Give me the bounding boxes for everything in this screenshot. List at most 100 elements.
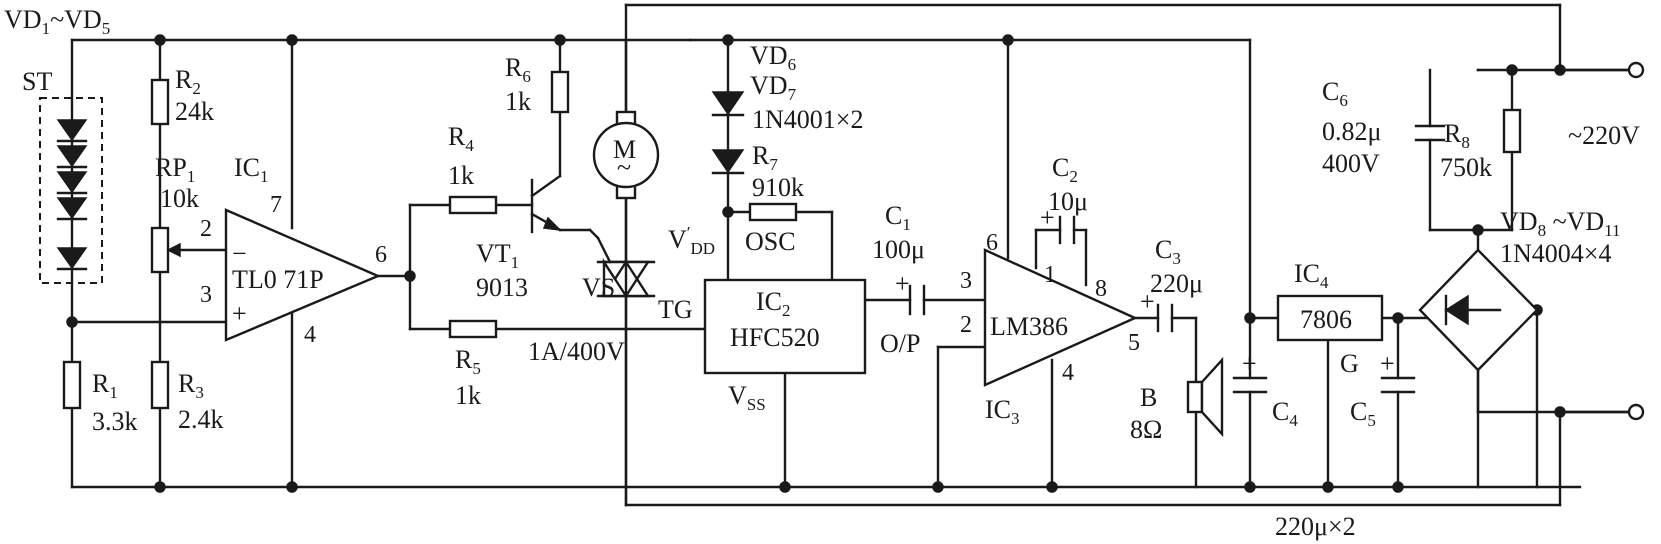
c4-plus: + bbox=[1242, 349, 1257, 378]
triac-vs bbox=[596, 236, 656, 298]
label-r2-value: 24k bbox=[175, 97, 214, 126]
label-vss: VSS bbox=[728, 381, 766, 414]
resistor-r4 bbox=[448, 195, 498, 215]
label-r7: R7 bbox=[752, 141, 778, 174]
label-vd67-value: 1N4001×2 bbox=[752, 105, 863, 134]
label-c6: C6 bbox=[1322, 77, 1348, 110]
ic1-pin-6: 6 bbox=[375, 242, 387, 268]
label-c1-value: 100μ bbox=[872, 235, 925, 264]
label-vd1-vd5: VD1~VD5 bbox=[4, 5, 110, 38]
ic3-pin-2: 2 bbox=[960, 312, 972, 338]
labels: VD1~VD5 ST R2 24k RP1 10k IC1 TL0 71P 7 … bbox=[4, 5, 1640, 541]
label-r6: R6 bbox=[505, 53, 531, 86]
label-c45-value: 220μ×2 bbox=[1275, 512, 1356, 541]
label-vdd: V′DD bbox=[668, 223, 715, 258]
label-rp1-value: 10k bbox=[160, 184, 199, 213]
label-r1-value: 3.3k bbox=[92, 407, 138, 436]
resistor-r6 bbox=[550, 70, 570, 114]
label-vd6: VD6 bbox=[750, 41, 796, 74]
label-ic3-name: LM386 bbox=[990, 312, 1068, 341]
label-ic1: IC1 bbox=[234, 153, 269, 186]
label-g: G bbox=[1340, 349, 1359, 378]
ic3-pin-4: 4 bbox=[1062, 360, 1074, 386]
label-c5: C5 bbox=[1350, 397, 1376, 430]
label-r7-value: 910k bbox=[752, 173, 804, 202]
capacitor-c1 bbox=[908, 284, 926, 316]
ic3-pin-6: 6 bbox=[986, 230, 998, 256]
resistor-r1 bbox=[62, 360, 82, 410]
label-motor: M bbox=[613, 135, 636, 164]
label-c3-value: 220μ bbox=[1150, 269, 1203, 298]
label-b: B bbox=[1140, 383, 1157, 412]
capacitor-c5 bbox=[1380, 376, 1416, 394]
label-vd8-vd11: VD8 ~VD11 bbox=[1500, 207, 1621, 240]
bridge-rectifier bbox=[1418, 248, 1539, 372]
label-motor-tilde: ~ bbox=[617, 153, 631, 182]
label-vd7: VD7 bbox=[750, 71, 797, 104]
label-vt1: VT1 bbox=[476, 239, 519, 272]
c5-plus: + bbox=[1380, 349, 1395, 378]
ic2-hfc520 bbox=[703, 278, 867, 375]
mains-terminals bbox=[1558, 61, 1645, 421]
c3-plus: + bbox=[1140, 287, 1155, 316]
resistor-r8 bbox=[1502, 108, 1522, 154]
amplifier-ic3 bbox=[983, 248, 1138, 387]
ic3-pin-8: 8 bbox=[1095, 276, 1107, 302]
label-vs: VS bbox=[582, 273, 615, 302]
label-vs-rating: 1A/400V bbox=[528, 337, 625, 366]
diodes-vd6-vd7 bbox=[711, 91, 745, 214]
label-osc: OSC bbox=[745, 227, 796, 256]
resistor-r2 bbox=[150, 78, 170, 126]
label-r2: R2 bbox=[175, 65, 201, 98]
resistor-r3 bbox=[150, 360, 170, 410]
label-c2: C2 bbox=[1052, 153, 1078, 186]
motor-m bbox=[592, 110, 660, 200]
label-c6-value1: 0.82μ bbox=[1322, 117, 1381, 146]
capacitor-c4 bbox=[1232, 376, 1268, 394]
resistor-r5 bbox=[448, 319, 498, 339]
label-c4: C4 bbox=[1272, 397, 1298, 430]
label-mains: ~220V bbox=[1568, 121, 1640, 150]
opamp-ic1 bbox=[224, 208, 382, 342]
ic1-pin-3: 3 bbox=[200, 282, 212, 308]
capacitor-c3 bbox=[1156, 303, 1174, 333]
label-ic2: IC2 bbox=[756, 287, 791, 320]
ic3-pin-1: 1 bbox=[1044, 262, 1056, 288]
label-c6-value2: 400V bbox=[1322, 149, 1380, 178]
label-r6-value: 1k bbox=[505, 87, 531, 116]
regulator-ic4 bbox=[1276, 294, 1384, 342]
sensor-diodes bbox=[56, 119, 88, 271]
label-ic3: IC3 bbox=[985, 395, 1020, 428]
label-ic4-name: 7806 bbox=[1300, 305, 1352, 334]
label-r4: R4 bbox=[448, 122, 474, 155]
label-c3: C3 bbox=[1155, 235, 1181, 268]
label-rp1: RP1 bbox=[155, 153, 195, 186]
label-r5: R5 bbox=[455, 345, 481, 378]
label-st: ST bbox=[22, 67, 52, 96]
ic3-pin-3: 3 bbox=[960, 268, 972, 294]
label-vd8-vd11-value: 1N4004×4 bbox=[1500, 239, 1611, 268]
resistor-r7 bbox=[748, 202, 798, 222]
capacitor-c2 bbox=[1058, 215, 1076, 245]
label-r3-value: 2.4k bbox=[178, 405, 224, 434]
c2-plus: + bbox=[1040, 203, 1055, 232]
label-ic4: IC4 bbox=[1294, 259, 1329, 292]
label-r4-value: 1k bbox=[448, 161, 474, 190]
label-ic2-name: HFC520 bbox=[730, 323, 820, 352]
label-op: O/P bbox=[880, 329, 920, 358]
ic3-pin-5: 5 bbox=[1128, 330, 1140, 356]
ic1-pin-2: 2 bbox=[200, 216, 212, 242]
sensor-st bbox=[39, 97, 103, 284]
transistor-vt1 bbox=[530, 174, 563, 234]
ic1-pin-7: 7 bbox=[270, 192, 282, 218]
label-b-value: 8Ω bbox=[1130, 415, 1162, 444]
potentiometer-rp1 bbox=[150, 226, 181, 274]
ic1-plus: + bbox=[232, 299, 247, 328]
capacitor-c6 bbox=[1414, 124, 1446, 142]
label-vt1-value: 9013 bbox=[476, 273, 528, 302]
speaker-b bbox=[1186, 356, 1224, 438]
label-r3: R3 bbox=[178, 369, 204, 402]
label-tg: TG bbox=[658, 295, 693, 324]
ic1-minus: − bbox=[232, 239, 247, 268]
